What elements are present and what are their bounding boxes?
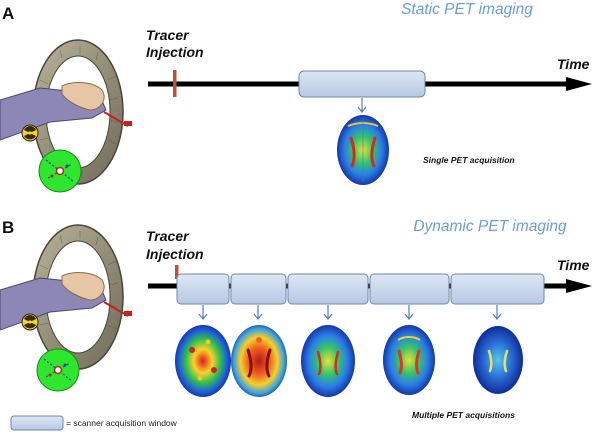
tracer-injection-marker-b [175,265,179,279]
panel-b-title: Dynamic PET imaging [413,218,567,235]
panel-b-tracer-label-line2: Injection [146,246,204,262]
acquisition-window-b-5 [450,273,545,305]
panel-b-caption: Multiple PET acquisitions [412,410,515,420]
acquisition-arrow-a [357,98,367,113]
panel-a-tracer-label-line2: Injection [146,44,204,60]
pet-scanner-illustration-b [0,224,132,392]
acquisition-window-b-1 [176,273,230,305]
acquisition-window-b-3 [287,273,369,305]
panel-a-tracer-label-line1: Tracer [146,27,190,43]
panel-b-letter: B [2,218,14,237]
pet-brain-image-b-5 [473,326,523,394]
pet-scanner-illustration-a [0,39,132,193]
panel-a-caption: Single PET acquisition [423,155,515,165]
acquisition-window-b-2 [230,273,287,305]
legend-window-swatch [10,415,64,431]
pet-brain-image-b-3 [301,325,355,397]
acquisition-window-a [298,70,426,98]
pet-brain-image-b-1 [175,325,231,397]
pet-brain-image-b-2 [231,325,287,397]
panel-a-time-label: Time [557,56,590,72]
panel-a-title: Static PET imaging [401,1,533,18]
acquisition-window-b-4 [369,273,450,305]
acquisition-arrows-b [198,305,502,320]
panel-b-tracer-label-line1: Tracer [146,228,190,244]
legend-text: = scanner acquisition window [66,418,178,428]
panel-b-time-label: Time [557,257,590,273]
tracer-injection-marker-a [173,70,177,97]
pet-brain-image-b-4 [383,325,435,395]
panel-a-letter: A [2,4,14,23]
pet-brain-image-a [337,115,389,185]
